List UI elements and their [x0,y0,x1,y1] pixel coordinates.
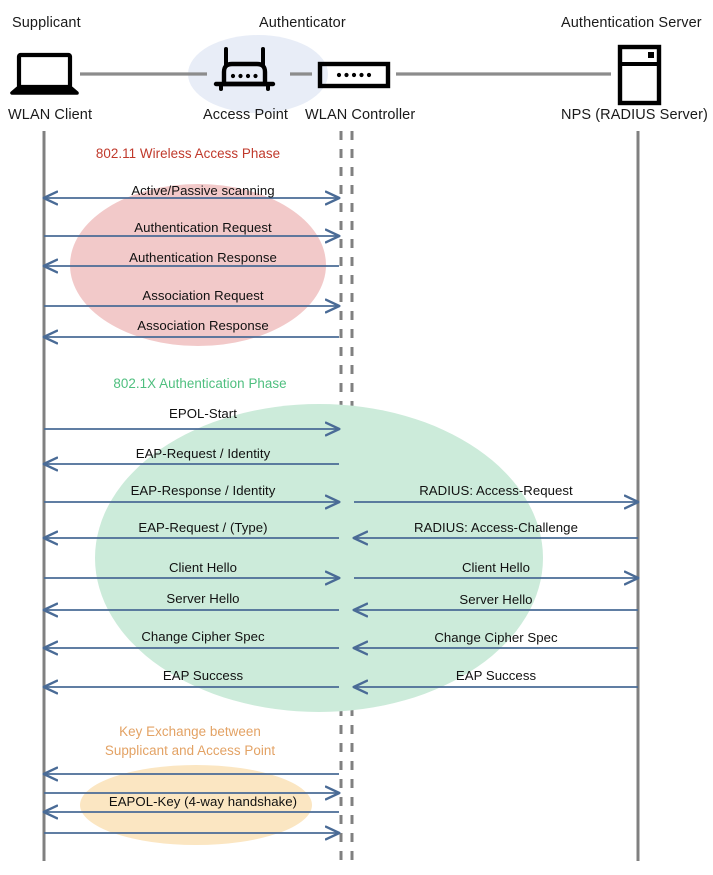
phase-label-dot1x-authentication: 802.1X Authentication Phase [113,376,287,391]
actor-role-supplicant: Supplicant [12,15,81,31]
phase-label-key-exchange: Key Exchange between Supplicant and Acce… [105,722,275,760]
message-label-authentication-response: Authentication Response [129,250,277,265]
message-label-radius-access-challenge: RADIUS: Access-Challenge [414,520,578,535]
phase-label-wireless-access: 802.11 Wireless Access Phase [95,146,281,161]
authenticator-highlight-ellipse [188,35,328,113]
message-label-eap-request-identity: EAP-Request / Identity [135,446,271,461]
actor-device-wlan-controller: WLAN Controller [305,107,416,123]
message-label-eap-success-left: EAP Success [162,668,244,683]
server-tower-icon [617,44,662,106]
actor-role-auth-server: Authentication Server [561,15,702,31]
message-label-eap-response-identity: EAP-Response / Identity [130,483,276,498]
phase-label-key-exchange-line2: Supplicant and Access Point [104,743,276,758]
message-label-server-hello-right: Server Hello [459,592,533,607]
message-label-server-hello-left: Server Hello [166,591,240,606]
dot1x-authentication-phase-bubble [95,404,543,712]
actor-device-wlan-client: WLAN Client [8,107,93,123]
message-label-eap-success-right: EAP Success [455,668,537,683]
message-label-change-cipher-spec-right: Change Cipher Spec [434,630,558,645]
wireless-router-icon [213,47,276,91]
phase-label-key-exchange-line1: Key Exchange between [119,724,261,739]
message-label-client-hello-left: Client Hello [168,560,238,575]
message-arrows [44,198,638,833]
actor-role-authenticator: Authenticator [259,15,346,31]
message-label-eap-request-type: EAP-Request / (Type) [138,520,268,535]
wlan-controller-icon [317,61,391,89]
message-label-eapol-start: EPOL-Start [169,406,237,421]
message-label-radius-access-request: RADIUS: Access-Request [419,483,573,498]
message-label-active-passive-scanning: Active/Passive scanning [131,183,275,198]
actor-device-access-point: Access Point [203,107,289,123]
message-label-change-cipher-spec-left: Change Cipher Spec [141,629,265,644]
laptop-icon [10,52,79,95]
actor-device-nps-radius-server: NPS (RADIUS Server) [561,107,708,123]
message-label-authentication-request: Authentication Request [134,220,272,235]
key-exchange-phase-bubble [80,765,312,845]
message-label-eapol-key-handshake: EAPOL-Key (4-way handshake) [108,794,298,809]
message-label-client-hello-right: Client Hello [461,560,531,575]
message-label-association-response: Association Response [137,318,269,333]
message-label-association-request: Association Request [142,288,264,303]
